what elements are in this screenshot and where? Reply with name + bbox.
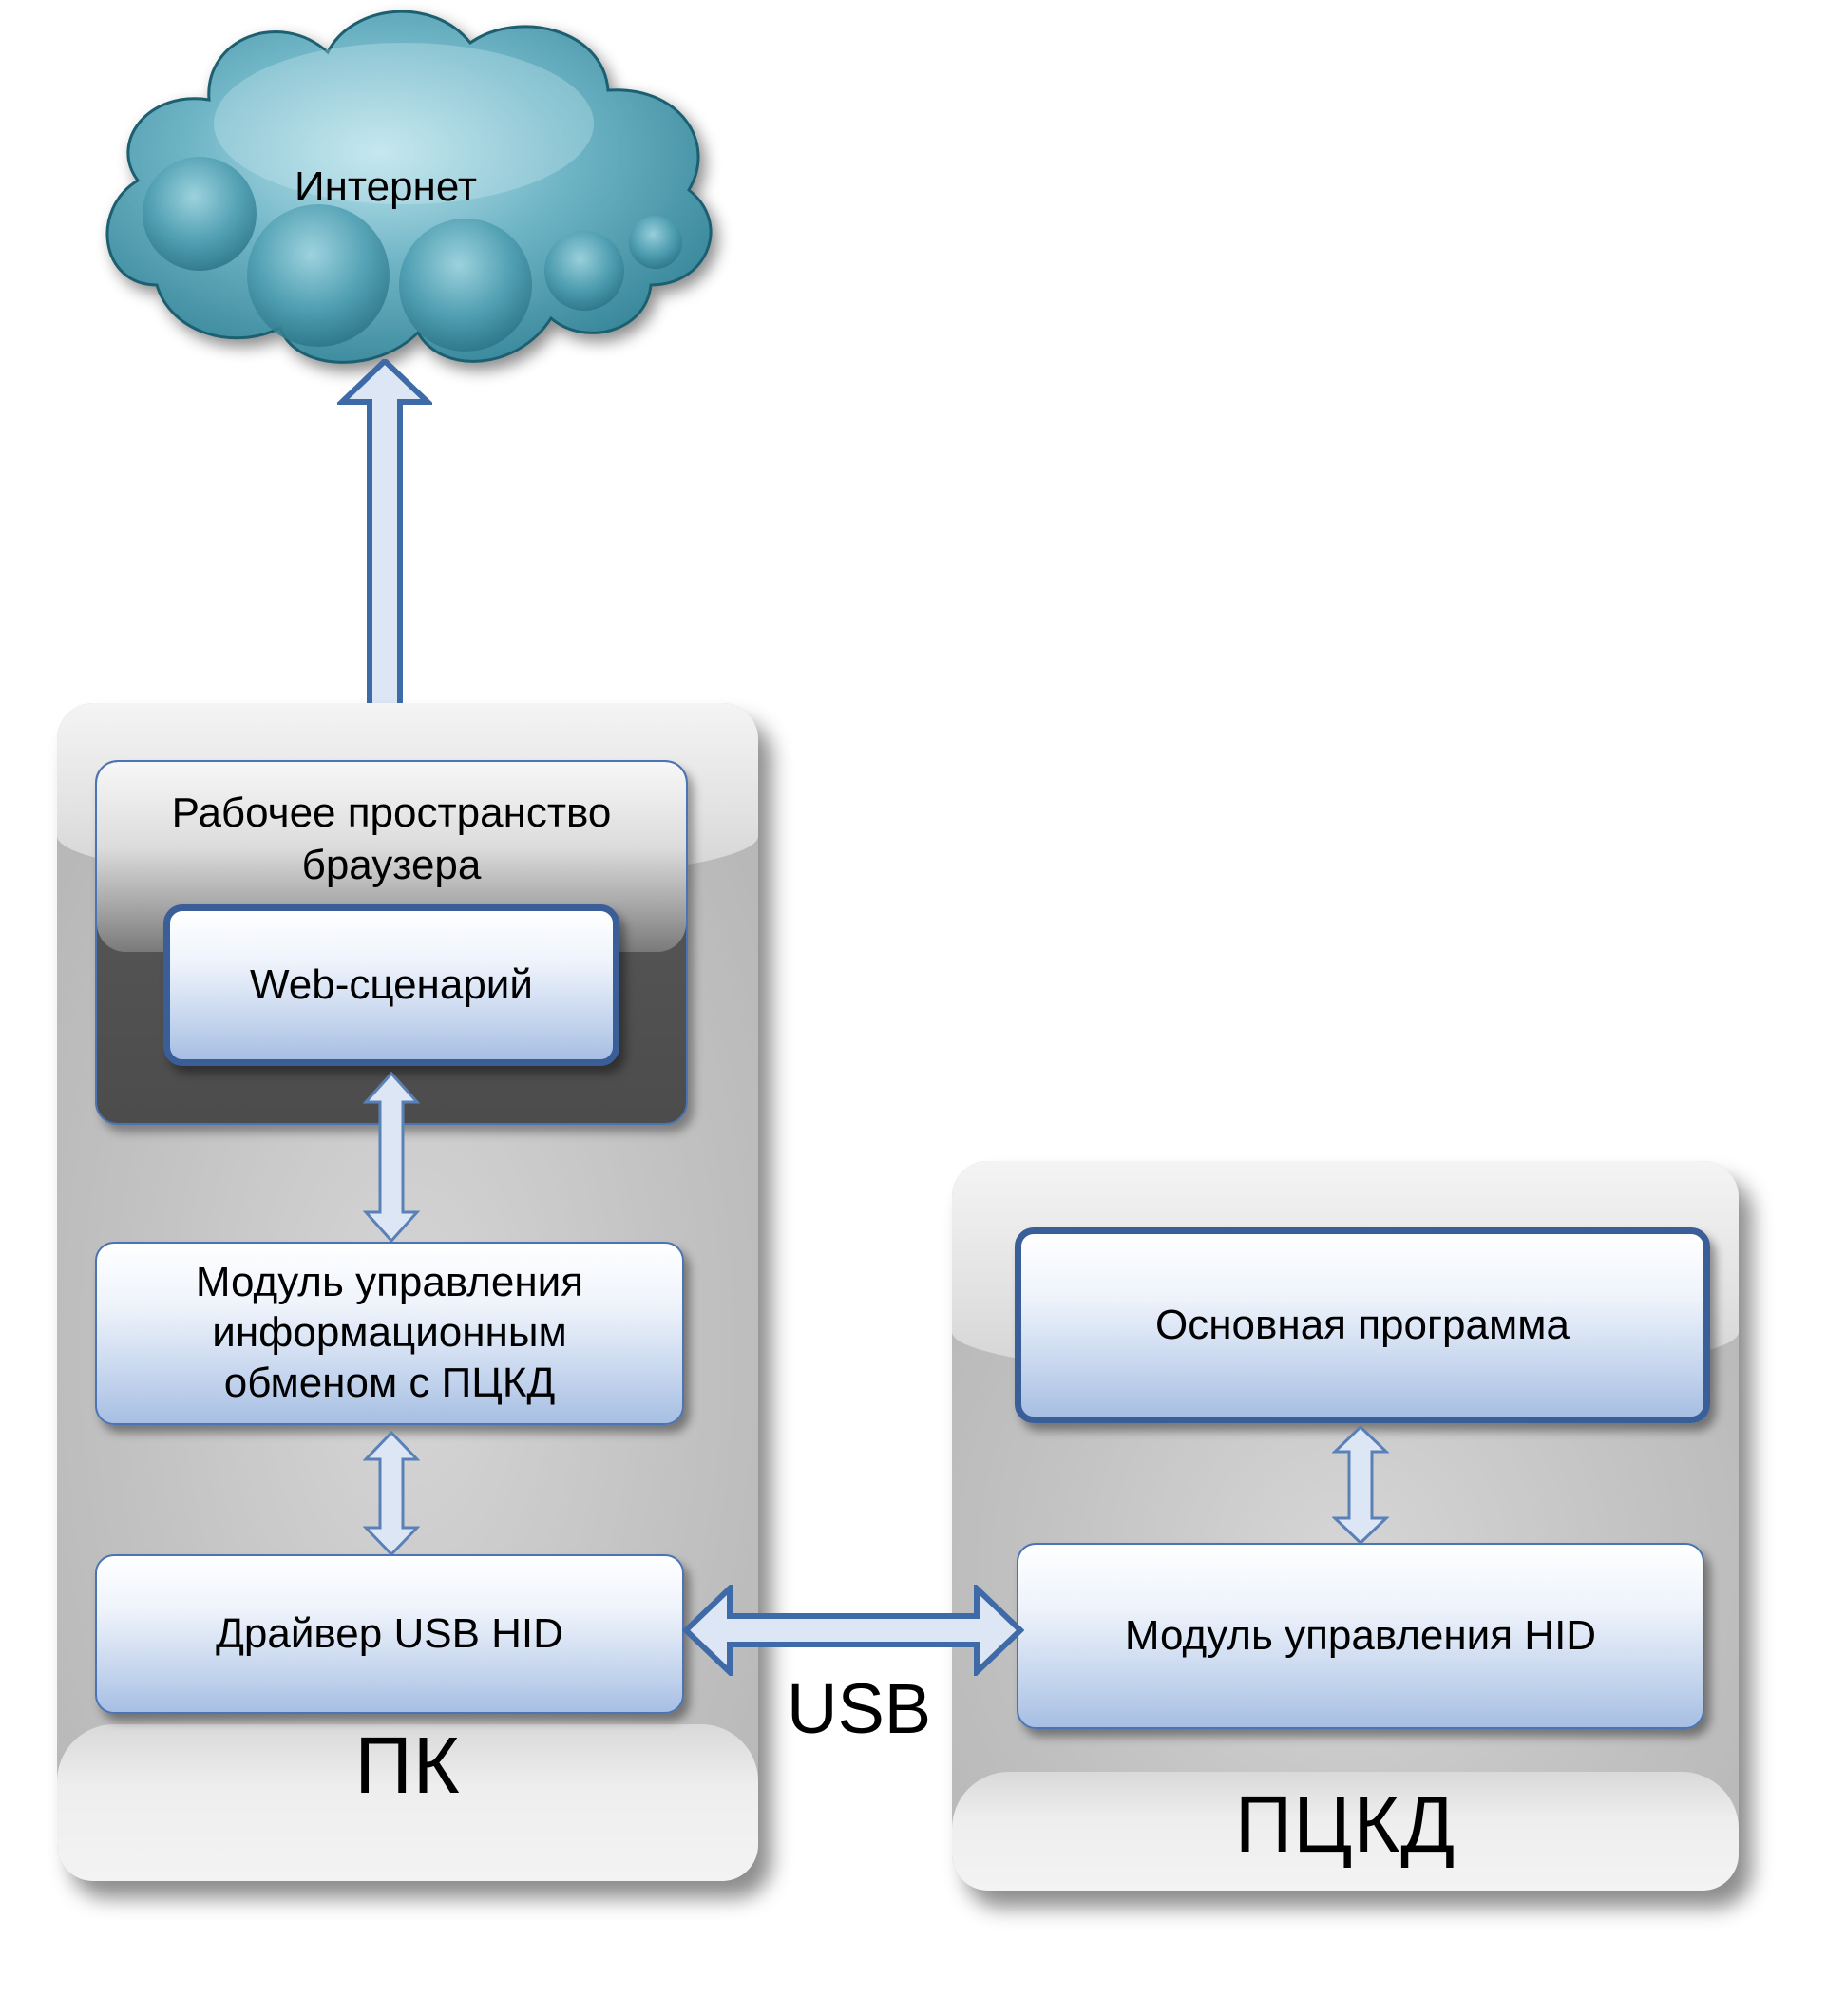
internet-cloud: Интернет bbox=[90, 0, 736, 390]
arrow-main-hid bbox=[1332, 1425, 1389, 1545]
arrow-web-exchange bbox=[363, 1072, 420, 1243]
usb-hid-driver-box: Драйвер USB HID bbox=[95, 1554, 684, 1714]
main-program-box: Основная программа bbox=[1015, 1227, 1710, 1423]
cloud-icon bbox=[105, 10, 713, 364]
usb-label: USB bbox=[787, 1669, 932, 1748]
internet-label: Интернет bbox=[295, 163, 477, 210]
pc-label: ПК bbox=[354, 1721, 461, 1810]
web-script-box: Web-сценарий bbox=[163, 904, 619, 1066]
pckd-label: ПЦКД bbox=[1234, 1779, 1456, 1869]
exchange-module-box: Модуль управления информационным обменом… bbox=[95, 1242, 684, 1425]
arrow-usb-link bbox=[682, 1585, 1024, 1676]
arrow-exchange-driver bbox=[363, 1431, 420, 1556]
browser-workspace-title: Рабочее пространство браузера bbox=[171, 789, 612, 888]
hid-control-module-box: Модуль управления HID bbox=[1017, 1543, 1704, 1729]
